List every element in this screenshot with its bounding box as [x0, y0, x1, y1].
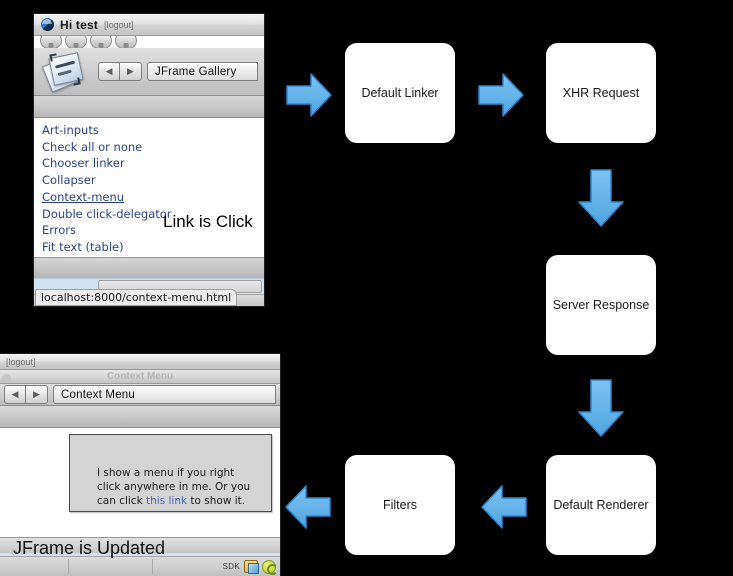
logout-link[interactable]: [logout] — [104, 19, 134, 30]
window1-toolbar[interactable]: ◀ ▶ JFrame Gallery — [34, 48, 264, 96]
gallery-link-list[interactable]: Art-inputs Check all or none Chooser lin… — [34, 119, 264, 257]
list-item[interactable]: Fit text (table) — [42, 239, 124, 254]
bottombar-divider-2 — [152, 559, 153, 574]
flow-box-label: Server Response — [552, 298, 650, 312]
list-item[interactable]: Art-inputs — [42, 123, 99, 137]
logout-link[interactable]: [logout] — [6, 356, 36, 367]
arrow-xhr-to-server-icon — [576, 168, 626, 230]
window2-nav-buttons[interactable]: ◀ ▶ — [4, 385, 48, 404]
blue-sphere-icon — [41, 18, 54, 31]
jframe-updated-overlay-message: JFrame is Updated — [13, 538, 166, 558]
window1-titlebar[interactable]: Hi test [logout] — [34, 14, 264, 36]
arrow-out-of-filters-icon — [284, 482, 334, 532]
list-item[interactable]: Check all or none — [42, 139, 143, 154]
flow-box-default-renderer: Default Renderer — [546, 455, 656, 555]
window2-ghost-title: Context Menu — [106, 371, 174, 382]
bottombar-divider-1 — [68, 559, 69, 574]
link-click-overlay-message: Link is Click — [163, 212, 253, 231]
arrow-into-default-linker-icon — [285, 70, 335, 120]
window2-ghost-titlebar: Context Menu — [0, 370, 280, 384]
flow-box-xhr-request: XHR Request — [546, 43, 656, 143]
window2-bottom-bar[interactable]: SDK — [0, 556, 280, 576]
list-item[interactable]: Fit text — [42, 256, 264, 258]
this-link[interactable]: this link — [146, 495, 188, 507]
capsule-button-3[interactable] — [90, 36, 112, 48]
ghost-dot-icon — [2, 374, 11, 383]
window1-footer-strip — [34, 257, 264, 278]
forward-button[interactable]: ▶ — [120, 62, 142, 81]
list-item[interactable]: Chooser linker — [42, 156, 125, 171]
context-menu-box-text: I show a menu if you right click anywher… — [97, 466, 257, 508]
back-button[interactable]: ◀ — [4, 385, 26, 404]
flow-box-filters: Filters — [345, 455, 455, 555]
box-text-part2: to show it. — [187, 495, 246, 507]
box-text-part1: I show a menu if you right click anywher… — [97, 467, 251, 507]
list-item[interactable]: Errors — [42, 223, 77, 238]
gallery-photo-icon — [41, 51, 86, 93]
flow-box-server-response: Server Response — [546, 255, 656, 355]
flow-box-label: Filters — [382, 498, 418, 512]
sdk-folder-icon[interactable] — [244, 560, 259, 574]
list-item[interactable]: Collapser — [42, 173, 96, 188]
window2-status-strip — [0, 537, 280, 556]
flow-box-label: XHR Request — [562, 86, 640, 100]
sdk-label: SDK — [222, 562, 240, 571]
greeting-label: Hi test — [60, 17, 99, 32]
sdk-spiral-icon[interactable] — [262, 559, 278, 575]
context-menu-target-box[interactable] — [69, 434, 272, 512]
window1-subtoolbar — [34, 96, 264, 118]
arrow-renderer-to-filters-icon — [480, 482, 530, 532]
location-label[interactable]: JFrame Gallery — [147, 62, 258, 81]
jframe-gallery-window[interactable]: Hi test [logout] ◀ ▶ JFrame Gallery — [33, 13, 265, 307]
arrow-linker-to-xhr-icon — [477, 70, 527, 120]
status-url-tooltip: localhost:8000/context-menu.html — [35, 289, 238, 306]
location-label[interactable]: Context Menu — [53, 385, 276, 404]
flow-box-label: Default Linker — [361, 86, 439, 100]
window2-toolbar[interactable]: ◀ ▶ Context Menu — [0, 384, 280, 406]
list-item[interactable]: Double click-delegator — [42, 206, 172, 221]
capsule-button-1[interactable] — [40, 36, 62, 48]
capsule-button-2[interactable] — [65, 36, 87, 48]
window1-nav-buttons[interactable]: ◀ ▶ — [98, 62, 142, 81]
capsule-button-4[interactable] — [115, 36, 137, 48]
list-item-context-menu[interactable]: Context-menu — [42, 189, 125, 204]
window1-capsule-button-row[interactable] — [34, 36, 264, 48]
window2-subtoolbar — [0, 406, 280, 428]
flow-box-label: Default Renderer — [553, 498, 649, 512]
forward-button[interactable]: ▶ — [26, 385, 48, 404]
arrow-server-to-renderer-icon — [576, 378, 626, 440]
back-button[interactable]: ◀ — [98, 62, 120, 81]
flow-box-default-linker: Default Linker — [345, 43, 455, 143]
window2-titlebar[interactable]: [logout] — [0, 354, 280, 370]
